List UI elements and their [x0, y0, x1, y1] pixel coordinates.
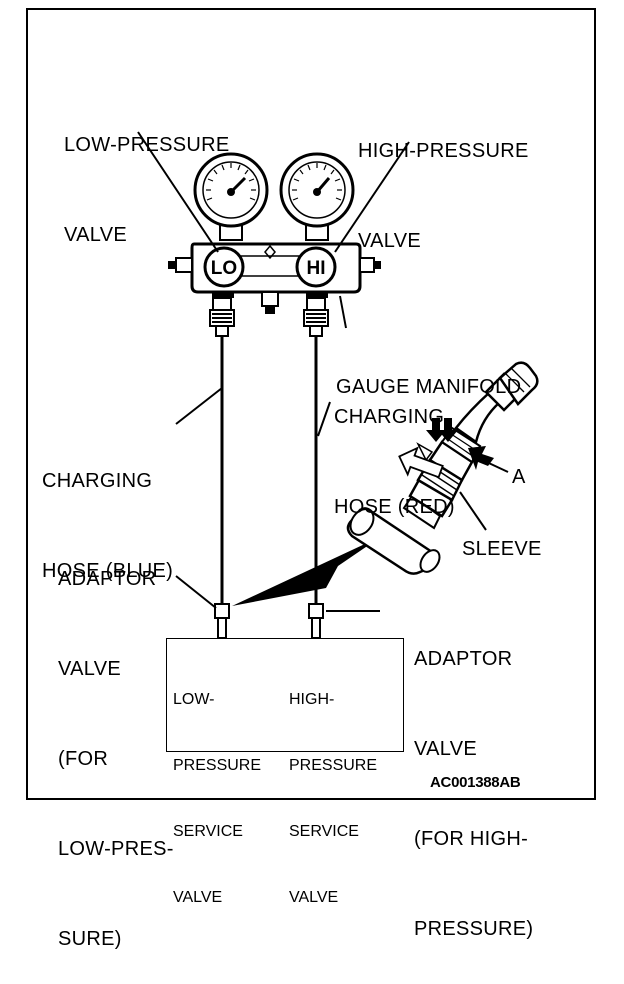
part-a-label: A — [512, 466, 526, 488]
low-pressure-gauge — [193, 152, 269, 241]
manifold-illustration: LO HI — [137, 131, 539, 639]
figure-id: AC001388AB — [430, 774, 521, 791]
low-adaptor-valve — [214, 603, 230, 639]
gauge-manifold-body — [168, 242, 381, 314]
high-pressure-valve-label: HIGH-PRESSURE VALVE — [358, 140, 529, 252]
high-pressure-gauge — [279, 152, 355, 241]
sleeve-label: SLEEVE — [462, 538, 542, 560]
low-pressure-valve-label: LOW-PRESSURE VALVE — [64, 134, 230, 246]
diagram-frame — [26, 8, 596, 800]
low-hose-coupler — [209, 297, 235, 337]
lo-valve-letter: LO — [211, 258, 237, 279]
high-adaptor-valve — [308, 603, 324, 639]
hi-valve-letter: HI — [307, 258, 326, 279]
charging-hose-red-label: CHARGING HOSE (RED) — [334, 406, 455, 518]
high-hose-coupler — [303, 297, 329, 337]
callout-wedge — [232, 536, 382, 606]
adaptor-valve-detail — [346, 361, 539, 575]
adaptor-valve-low-label: ADAPTOR VALVE (FOR LOW-PRES- SURE) — [58, 568, 174, 950]
charging-hose-blue-label: CHARGING HOSE (BLUE) — [42, 470, 174, 582]
high-pressure-service-valve-label: HIGH- PRESSURE SERVICE VALVE — [289, 691, 378, 906]
gauge-manifold-label: GAUGE MANIFOLD — [336, 376, 522, 398]
low-pressure-service-valve-label: LOW- PRESSURE SERVICE VALVE — [173, 691, 262, 906]
service-valve-box: LOW- PRESSURE SERVICE VALVE HIGH- PRESSU… — [166, 638, 404, 906]
